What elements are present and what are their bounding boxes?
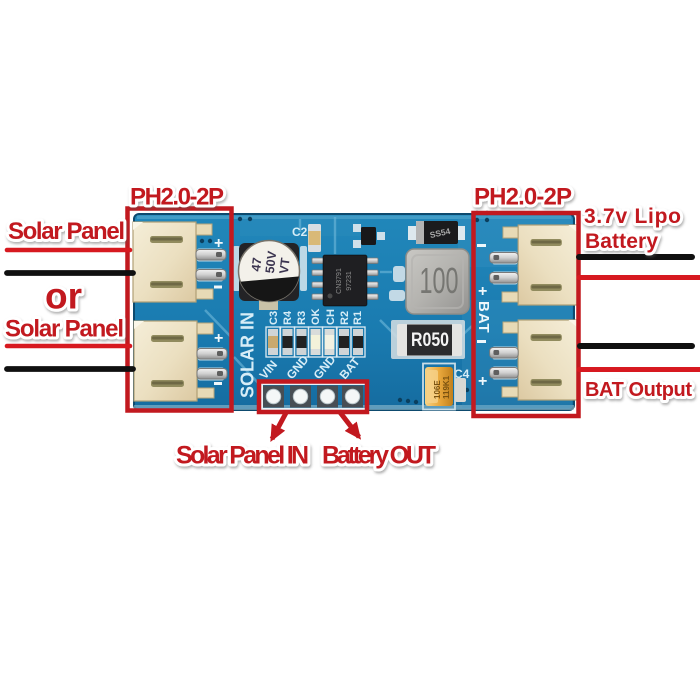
svg-text:+: + [478,283,487,300]
svg-text:CN3791: CN3791 [336,268,343,294]
svg-text:CH: CH [325,309,337,325]
svg-text:R1: R1 [352,311,364,325]
svg-text:97231: 97231 [346,271,353,291]
svg-text:OK: OK [310,308,322,325]
svg-text:100: 100 [420,260,459,301]
svg-text:R2: R2 [339,311,351,325]
svg-text:SOLAR IN: SOLAR IN [238,312,258,398]
svg-text:R4: R4 [282,310,294,325]
svg-text:C3: C3 [268,311,280,325]
svg-text:BAT: BAT [475,301,492,334]
svg-text:C4: C4 [454,367,470,381]
svg-text:50V: 50V [263,250,280,274]
svg-text:SS54: SS54 [429,226,452,240]
svg-text:R3: R3 [296,311,308,325]
svg-text:47: 47 [249,257,265,273]
svg-text:C2: C2 [292,225,308,239]
svg-text:+: + [214,235,223,252]
svg-text:106E: 106E [433,380,442,399]
svg-text:+: + [478,373,487,390]
svg-text:119K1: 119K1 [442,375,451,399]
svg-text:R050: R050 [411,330,449,351]
svg-text:+: + [214,330,223,347]
svg-text:VT: VT [277,257,293,275]
